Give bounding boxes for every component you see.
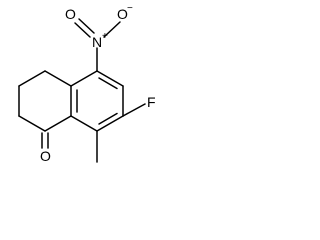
bond-c1-c8a bbox=[44, 115, 72, 132]
atom-f: F bbox=[147, 94, 156, 110]
atom-o-nitro-left: O bbox=[65, 6, 76, 22]
charge-plus: + bbox=[102, 31, 108, 42]
double-bond-c5-c6-inner bbox=[98, 77, 118, 90]
bond-c8-c8a bbox=[70, 115, 98, 132]
bond-c5-c6 bbox=[96, 70, 124, 87]
aromatic-ring bbox=[70, 70, 124, 132]
bond-c7-f bbox=[122, 103, 146, 117]
chemical-structure: O − N + O F O bbox=[18, 3, 156, 164]
bond-n-o-left-b bbox=[78, 18, 95, 34]
bond-c4-c3 bbox=[18, 70, 46, 87]
bond-n-o-left-a bbox=[74, 22, 91, 38]
charge-minus: − bbox=[127, 3, 133, 14]
atom-o-nitro-top: O bbox=[117, 6, 128, 22]
atom-n-nitro: N bbox=[92, 34, 102, 50]
bond-c2-c1 bbox=[18, 115, 46, 132]
atom-labels: O − N + O F O bbox=[40, 3, 156, 164]
bond-c4a-c4 bbox=[44, 70, 72, 87]
saturated-ring bbox=[18, 70, 72, 132]
substituent-bonds bbox=[41, 18, 146, 163]
bond-c7-c8 bbox=[96, 115, 124, 132]
bond-c4a-c5 bbox=[70, 70, 98, 87]
atom-o-ketone: O bbox=[40, 148, 51, 164]
bond-n-o-top bbox=[103, 21, 121, 38]
double-bond-c7-c8-inner bbox=[98, 112, 118, 125]
